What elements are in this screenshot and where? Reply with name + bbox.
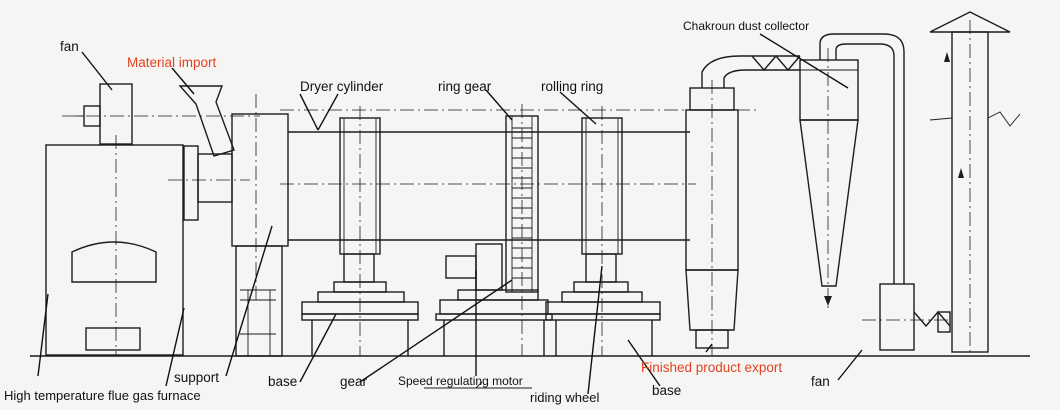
- label-motor: Speed regulating motor: [398, 374, 523, 388]
- label-fan-top: fan: [60, 39, 79, 54]
- label-material-import: Material import: [127, 55, 217, 70]
- label-base-left: base: [268, 374, 298, 389]
- label-dust-collector: Chakroun dust collector: [683, 19, 810, 33]
- ring-gear-drawing: [505, 104, 539, 356]
- dryer-cylinder-drawing: [280, 109, 760, 241]
- label-gear: gear: [340, 374, 368, 389]
- discharge-box-drawing: [685, 55, 800, 356]
- right-tire-support-drawing: [545, 106, 661, 356]
- duct-bellows: [751, 54, 801, 72]
- label-finished-export: Finished product export: [641, 360, 783, 375]
- cyclone-drawing: [799, 33, 905, 310]
- furnace-drawing: [45, 135, 184, 356]
- label-ring-gear: ring gear: [438, 79, 492, 94]
- left-tire-support-drawing: [301, 106, 419, 356]
- label-riding-wheel: riding wheel: [530, 390, 600, 405]
- motor-gearbox-drawing: [435, 243, 553, 356]
- label-base-right: base: [652, 383, 682, 398]
- top-fan-drawing: [62, 83, 260, 145]
- chimney-drawing: [929, 11, 1021, 353]
- feed-hopper-drawing: [168, 85, 289, 357]
- bottom-fan-drawing: [862, 283, 951, 351]
- label-rolling-ring: rolling ring: [541, 79, 604, 94]
- leader-lines: [37, 33, 863, 395]
- label-dryer-cylinder: Dryer cylinder: [300, 79, 384, 94]
- label-support: support: [174, 370, 220, 385]
- label-fan-bottom: fan: [811, 374, 830, 389]
- label-furnace: High temperature flue gas furnace: [4, 388, 201, 403]
